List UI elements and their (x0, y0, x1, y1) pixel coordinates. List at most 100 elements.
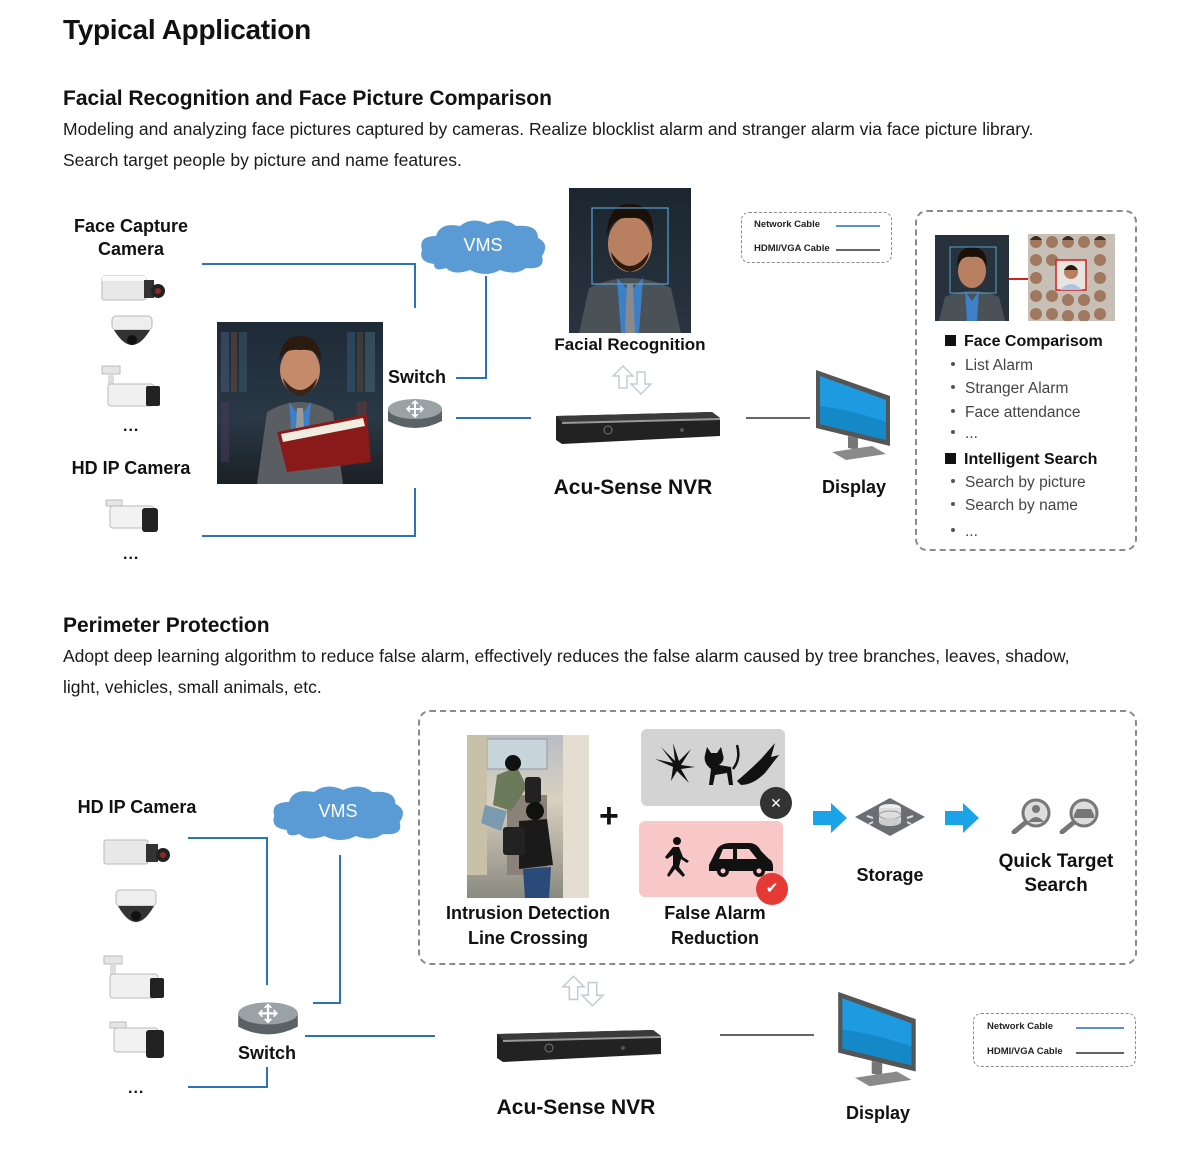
bullet-dot-icon (951, 502, 955, 506)
switch-label: Switch (388, 367, 447, 387)
label-line: Quick Target (998, 851, 1114, 872)
legend-hdmi-cable-line (836, 249, 880, 251)
network-cable-line (456, 417, 531, 419)
more-cameras-ellipsis: ... (128, 1080, 145, 1097)
label-line: Face Capture (73, 216, 189, 236)
analytics-panel (418, 710, 1137, 965)
label-line: Reduction (671, 928, 759, 948)
feature-list-item: List Alarm (951, 357, 1033, 375)
intrusion-detection-photo (467, 735, 589, 898)
label-line: Camera (97, 239, 165, 259)
list-item-text: ... (965, 523, 978, 540)
feature-group-heading: Intelligent Search (945, 451, 1097, 469)
network-cable-line (266, 837, 268, 985)
nvr-device-icon (486, 1026, 670, 1071)
facial-recognition-photo (569, 188, 691, 333)
face-capture-camera-label: Face Capture Camera (60, 216, 202, 260)
bullet-camera-icon (102, 954, 168, 1009)
bullet-dot-icon (951, 479, 955, 483)
feature-list-item: Stranger Alarm (951, 380, 1068, 398)
storage-label: Storage (856, 865, 924, 885)
legend-network-cable-line (1076, 1027, 1124, 1029)
display-label: Display (845, 1103, 911, 1123)
bidirectional-arrows-icon (609, 362, 655, 403)
feature-list-item: ... (951, 425, 978, 443)
bullet-dot-icon (951, 430, 955, 434)
display-monitor-icon (834, 987, 922, 1094)
rejected-targets-panel (641, 729, 785, 806)
intrusion-detection-label: Intrusion Detection Line Crossing (428, 903, 628, 949)
person-search-icon (1010, 798, 1056, 839)
list-item-text: Search by name (965, 497, 1078, 514)
section-description-line1: Modeling and analyzing face pictures cap… (63, 119, 1034, 139)
network-cable-line (188, 1086, 268, 1088)
feature-list-item: Search by picture (951, 474, 1086, 492)
bullet-dot-icon (951, 409, 955, 413)
acu-sense-nvr-label: Acu-Sense NVR (553, 476, 713, 499)
captured-face-thumbnail (935, 235, 1009, 321)
vehicle-search-icon (1058, 798, 1104, 839)
network-cable-line (188, 837, 268, 839)
more-cameras-ellipsis: ... (123, 418, 140, 435)
vms-cloud: VMS (268, 784, 408, 842)
legend-network-cable-line (836, 225, 880, 227)
bidirectional-arrows-icon (558, 972, 608, 1015)
hdmi-cable-line (720, 1034, 814, 1036)
cable-legend: Network Cable HDMI/VGA Cable (973, 1013, 1136, 1067)
legend-hdmi-cable-label: HDMI/VGA Cable (754, 243, 830, 254)
network-cable-line (456, 377, 487, 379)
list-item-text: Search by picture (965, 474, 1086, 491)
dome-camera-icon (108, 314, 156, 363)
feature-list-item: Face attendance (951, 404, 1080, 422)
flow-arrow-icon (945, 803, 981, 838)
facial-recognition-label: Facial Recognition (554, 335, 706, 354)
network-cable-line (485, 276, 487, 379)
feature-list-item: ... (951, 523, 978, 541)
legend-hdmi-cable-label: HDMI/VGA Cable (987, 1046, 1063, 1057)
network-cable-line (305, 1035, 435, 1037)
box-camera-icon (102, 834, 172, 875)
square-bullet-icon (945, 335, 956, 346)
dome-camera-icon (112, 888, 160, 941)
group-heading-text: Face Comparisom (964, 333, 1103, 350)
bullet-dot-icon (951, 362, 955, 366)
more-cameras-ellipsis: ... (123, 546, 140, 563)
switch-label: Switch (237, 1043, 296, 1063)
leaf-icon (655, 743, 695, 783)
vms-cloud: VMS (416, 218, 550, 276)
hdmi-cable-line (746, 417, 810, 419)
bullet-dot-icon (951, 528, 955, 532)
cloud-icon (421, 220, 546, 274)
cable-legend: Network Cable HDMI/VGA Cable (741, 212, 892, 263)
face-library-collage (1028, 234, 1115, 321)
network-cable-line (414, 488, 416, 537)
label-line: Search (1024, 875, 1088, 896)
page-title: Typical Application (63, 14, 311, 45)
label-line: False Alarm (664, 903, 766, 923)
cloud-icon (273, 786, 403, 840)
legend-network-cable-label: Network Cable (987, 1021, 1053, 1032)
network-cable-line (202, 535, 416, 537)
network-cable-line (414, 263, 416, 308)
label-line: Intrusion Detection (445, 903, 610, 923)
flow-arrow-icon (813, 803, 849, 838)
cat-icon (704, 744, 740, 785)
switch-router-icon (386, 397, 444, 438)
display-label: Display (821, 477, 887, 497)
network-cable-line (339, 855, 341, 1004)
network-cable-line (266, 1067, 268, 1087)
group-heading-text: Intelligent Search (964, 451, 1098, 468)
face-detection-box (591, 207, 669, 285)
section-heading-facial-recognition: Facial Recognition and Face Picture Comp… (63, 87, 552, 110)
square-bullet-icon (945, 453, 956, 464)
display-monitor-icon (812, 366, 896, 467)
bullet-dot-icon (951, 385, 955, 389)
legend-network-cable-label: Network Cable (754, 219, 820, 230)
network-cable-line (313, 1002, 341, 1004)
feature-panel (915, 210, 1137, 551)
storage-icon (853, 796, 927, 843)
box-camera-icon (100, 270, 166, 311)
section-description-line2: light, vehicles, small animals, etc. (63, 677, 322, 697)
list-item-text: ... (965, 425, 978, 442)
reject-x-badge-icon: ✕ (760, 787, 792, 819)
